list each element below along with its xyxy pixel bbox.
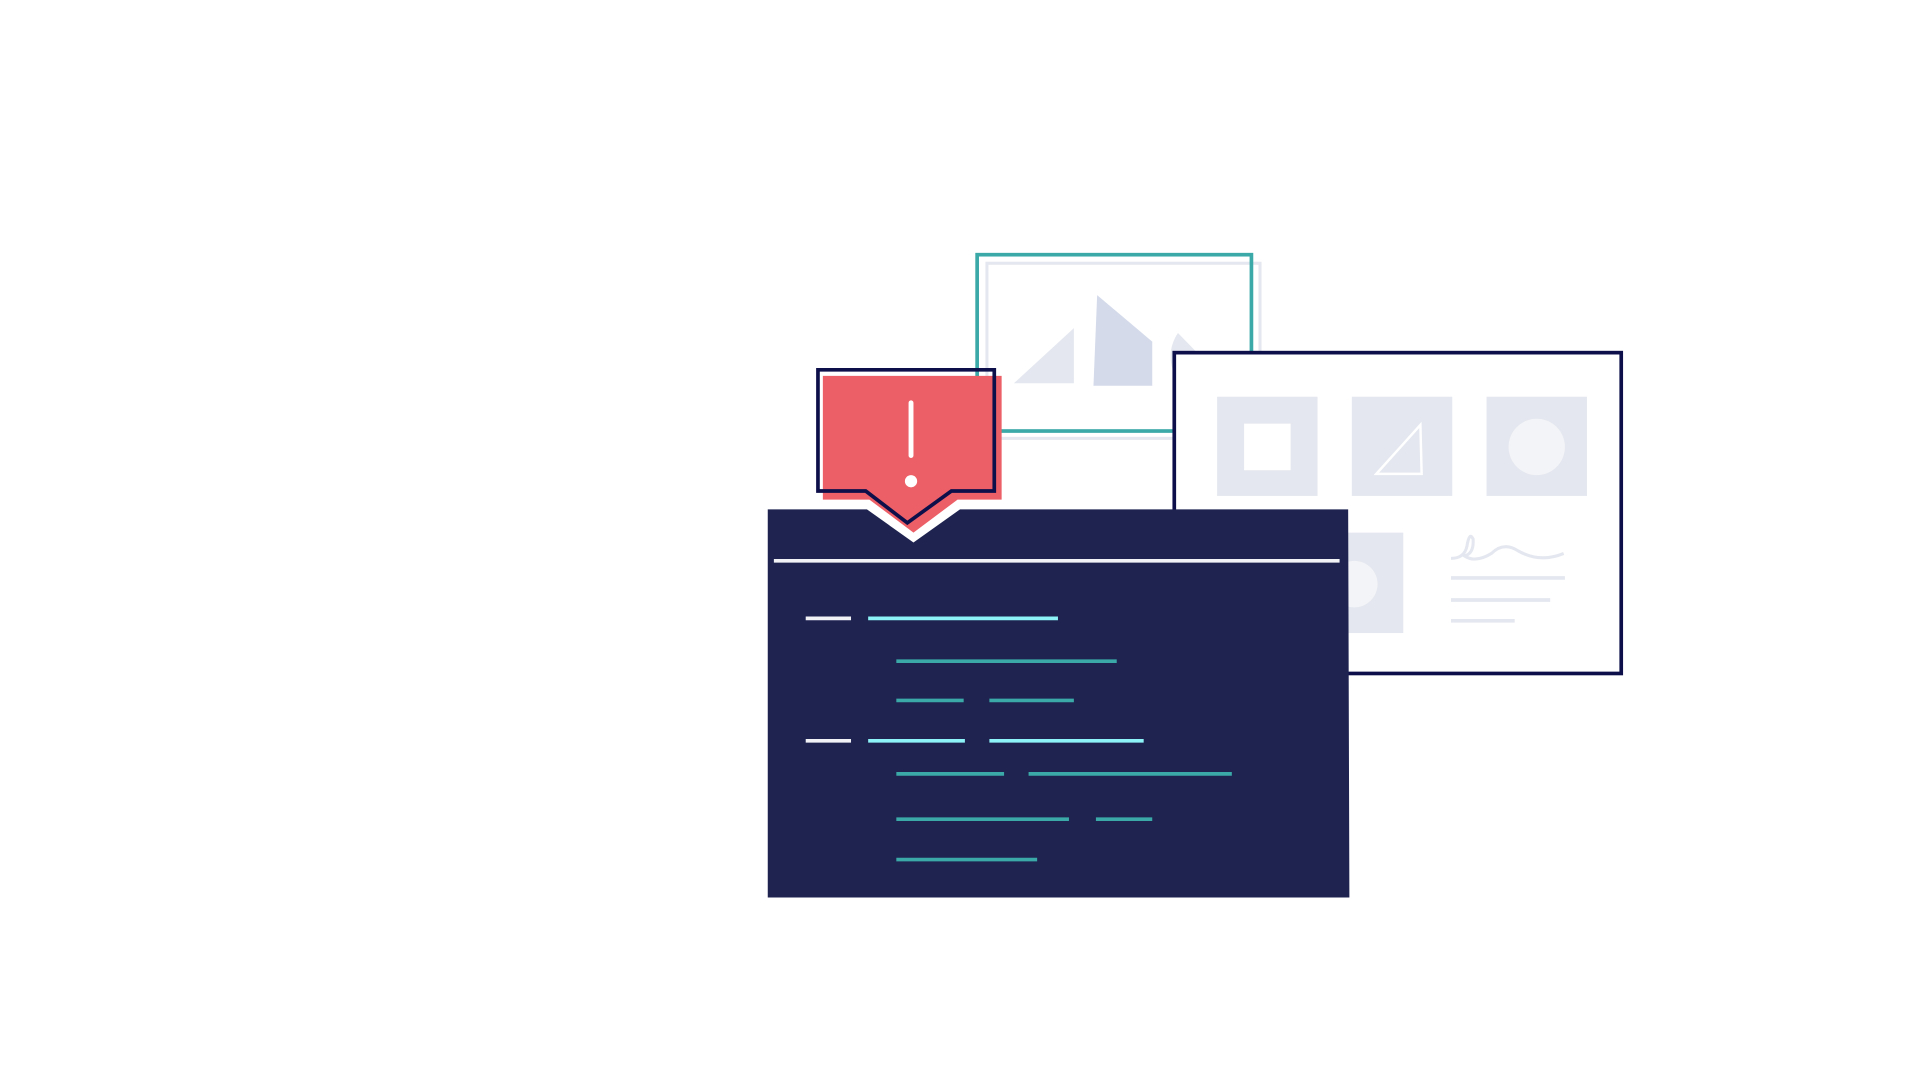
circle-shape-icon (1508, 418, 1565, 476)
mountain-small-icon (1013, 328, 1074, 384)
square-shape-icon (1244, 423, 1291, 471)
alert-exclamation-icon (904, 400, 918, 488)
alert-bubble (816, 367, 1002, 533)
signature-icon (1450, 534, 1565, 561)
triangle-shape-icon (1373, 421, 1423, 476)
content-window (1172, 350, 1624, 676)
code-window (767, 509, 1350, 898)
mountain-large-icon (1093, 295, 1153, 386)
